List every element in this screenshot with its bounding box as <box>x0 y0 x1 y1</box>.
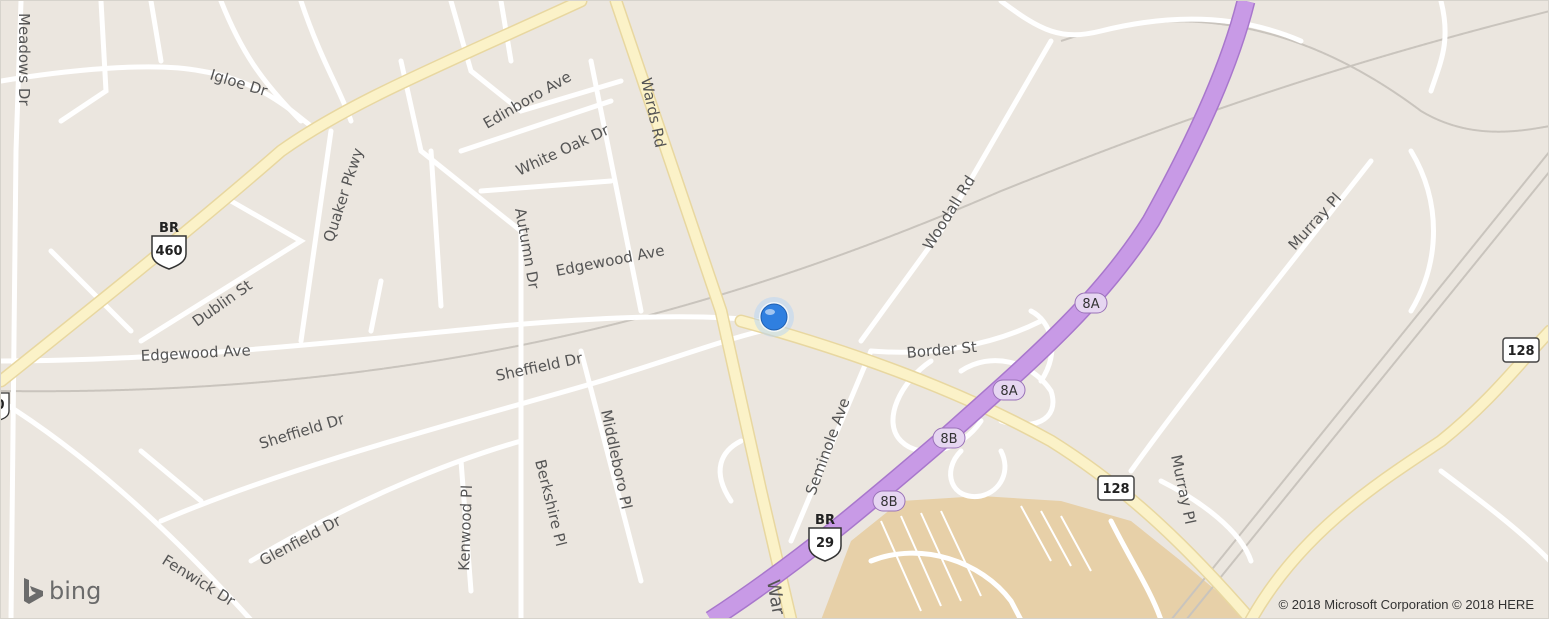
state-route-128-label: 128 <box>1502 337 1540 363</box>
street-label: Woodall Rd <box>919 172 979 253</box>
shield-top-text: BR <box>815 513 835 528</box>
street-label: Autumn Dr <box>511 207 543 291</box>
route-shield-br-460: BR 460 <box>151 221 187 270</box>
exit-label: 8B <box>932 427 966 449</box>
partial-route-shield: 0 <box>1 392 10 421</box>
shield-number: 460 <box>155 244 182 259</box>
street-label: Murray Pl <box>1285 189 1346 253</box>
svg-text:8A: 8A <box>1000 384 1017 399</box>
street-label: Igloe Dr <box>208 66 270 101</box>
svg-text:0: 0 <box>1 398 5 413</box>
street-label: Border St <box>906 338 978 362</box>
map-copyright: © 2018 Microsoft Corporation © 2018 HERE <box>1276 597 1536 612</box>
street-label: Sheffield Dr <box>494 349 585 385</box>
street-label: Sheffield Dr <box>257 410 347 453</box>
street-label: Edgewood Ave <box>140 341 251 365</box>
street-label: Seminole Ave <box>802 395 854 497</box>
blue-dot-location-icon[interactable] <box>760 303 788 331</box>
exit-label: 8A <box>992 379 1026 401</box>
bing-b-icon <box>24 578 43 604</box>
street-label: Kenwood Pl <box>455 485 476 572</box>
bing-wordmark: bing <box>49 577 102 605</box>
svg-text:8A: 8A <box>1082 297 1099 312</box>
route-shield-br-29: BR 29 <box>808 513 842 562</box>
bing-logo: bing <box>23 577 101 605</box>
shield-number: 29 <box>816 536 834 551</box>
state-route-number: 128 <box>1102 482 1129 497</box>
exit-label: 8B <box>872 490 906 512</box>
street-label: Edgewood Ave <box>554 241 666 280</box>
street-label: Berkshire Pl <box>531 458 570 549</box>
shield-top-text: BR <box>159 221 179 236</box>
street-label: Glenfield Dr <box>256 511 344 569</box>
state-route-number: 128 <box>1507 344 1534 359</box>
location-marker[interactable] <box>754 297 794 337</box>
svg-text:8B: 8B <box>940 432 957 447</box>
street-label: Fenwick Dr <box>159 551 239 610</box>
street-label: Meadows Dr <box>15 13 33 106</box>
street-label: Wards Rd <box>637 76 669 149</box>
street-label: Middleboro Pl <box>597 408 636 511</box>
state-route-128-label: 128 <box>1097 475 1135 501</box>
commercial-area <box>821 496 1249 618</box>
exit-label: 8A <box>1074 292 1108 314</box>
svg-text:8B: 8B <box>880 495 897 510</box>
